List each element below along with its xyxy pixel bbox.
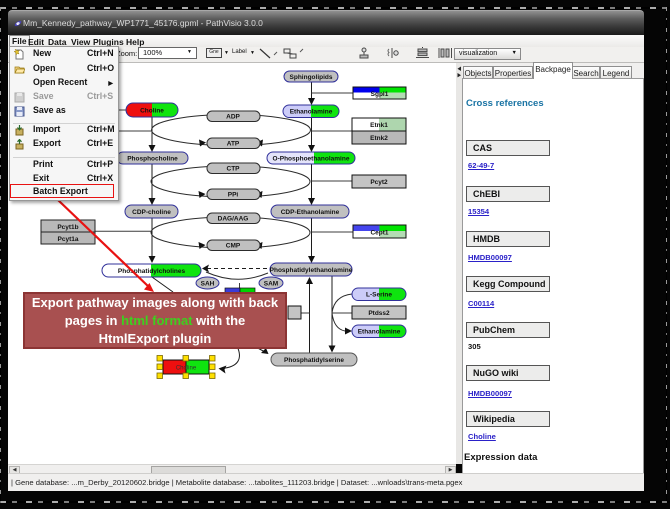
svg-text:SAH: SAH <box>201 281 215 288</box>
svg-text:Choline: Choline <box>176 366 197 372</box>
svg-text:Pcyt1a: Pcyt1a <box>58 236 79 243</box>
svg-text:Sgpl1: Sgpl1 <box>371 91 389 98</box>
svg-text:O-Phosphoethanolamine: O-Phosphoethanolamine <box>273 156 350 163</box>
svg-text:Cept1: Cept1 <box>370 230 388 237</box>
svg-text:CTP: CTP <box>227 166 241 173</box>
svg-text:Etnk2: Etnk2 <box>370 135 388 142</box>
svg-text:Phosphocholine: Phosphocholine <box>127 156 178 163</box>
svg-text:PPi: PPi <box>228 192 239 199</box>
svg-text:Ptdss2: Ptdss2 <box>368 310 390 317</box>
svg-text:CDP-Ethanolamine: CDP-Ethanolamine <box>281 209 340 216</box>
svg-text:DAG/AAG: DAG/AAG <box>218 216 249 223</box>
svg-text:CMP: CMP <box>226 243 241 250</box>
svg-text:ATP: ATP <box>227 141 240 148</box>
svg-text:CDP-choline: CDP-choline <box>132 209 171 216</box>
svg-text:Phosphatidylserine: Phosphatidylserine <box>284 357 344 364</box>
svg-text:Phosphatidylethanolamine: Phosphatidylethanolamine <box>270 267 353 274</box>
svg-text:L-Serine: L-Serine <box>366 292 392 299</box>
svg-text:Etnk1: Etnk1 <box>370 122 388 129</box>
svg-text:ADP: ADP <box>226 114 240 121</box>
svg-text:Sphingolipids: Sphingolipids <box>290 74 333 81</box>
svg-text:Ethanolamine: Ethanolamine <box>290 109 333 116</box>
svg-text:Pcyt2: Pcyt2 <box>370 179 388 186</box>
svg-text:SAM: SAM <box>264 281 278 288</box>
svg-text:Choline: Choline <box>140 108 164 115</box>
svg-text:Pcyt1b: Pcyt1b <box>57 224 78 231</box>
svg-text:Phosphatidylcholines: Phosphatidylcholines <box>118 268 186 275</box>
svg-text:Ethanolamine: Ethanolamine <box>358 329 401 336</box>
